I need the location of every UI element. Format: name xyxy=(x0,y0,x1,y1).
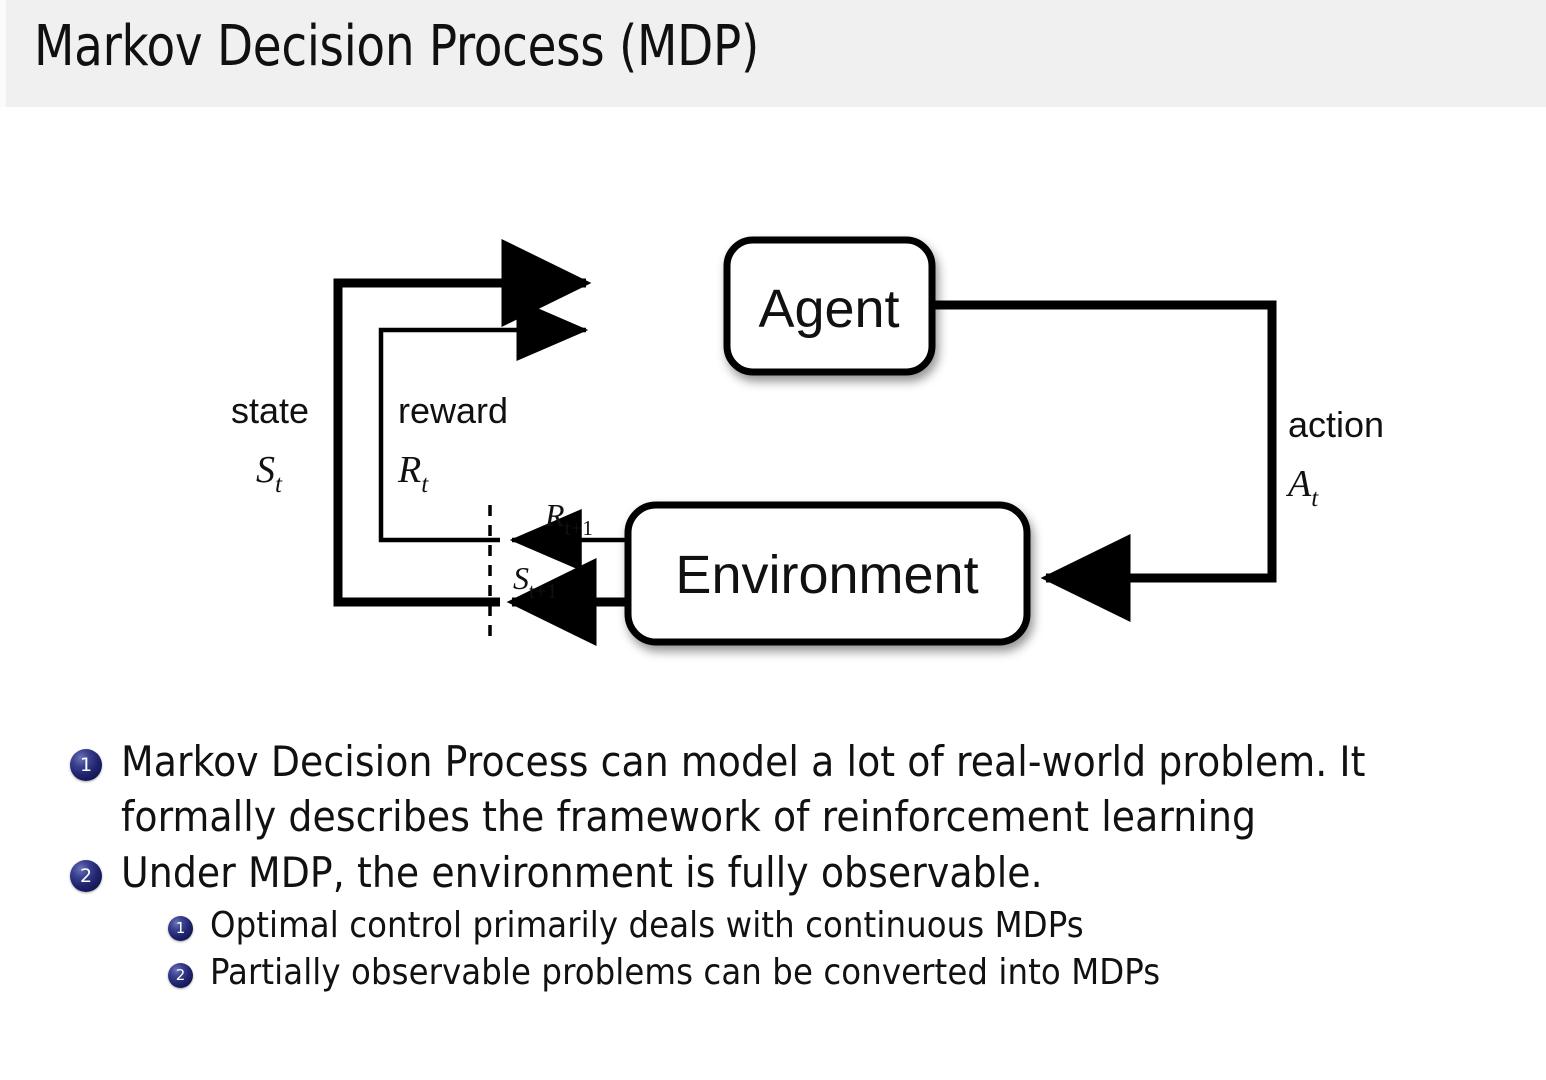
node-environment-label: Environment xyxy=(675,545,978,605)
reward-edge xyxy=(378,298,589,543)
bullet-text: Markov Decision Process can model a lot … xyxy=(121,735,1366,844)
bullet-list: 1 Markov Decision Process can model a lo… xyxy=(0,735,1546,997)
bullet-text-line1: Markov Decision Process can model a lot … xyxy=(121,737,1366,786)
reward-symbol-label: Rt xyxy=(397,449,429,498)
bullet-text: Under MDP, the environment is fully obse… xyxy=(121,846,1043,901)
mdp-interaction-diagram: Agent Environment state St reward Rt act… xyxy=(0,130,1546,690)
action-symbol-label: At xyxy=(1285,463,1319,512)
subbullet-number-badge: 2 xyxy=(168,962,193,988)
page-title: Markov Decision Process (MDP) xyxy=(34,14,759,79)
bullet-number-badge: 1 xyxy=(70,749,102,781)
slide-header-bar: Markov Decision Process (MDP) xyxy=(0,0,1546,107)
state-edge xyxy=(333,238,592,607)
bullet-number-badge: 2 xyxy=(70,860,102,893)
state-word-label: state xyxy=(231,390,309,431)
list-item[interactable]: 1 Optimal control primarily deals with c… xyxy=(0,903,1546,949)
action-edge xyxy=(932,300,1277,623)
reward-next-symbol-label: Rt+1 xyxy=(544,497,593,540)
list-item[interactable]: 2 Under MDP, the environment is fully ob… xyxy=(0,846,1546,901)
state-symbol-label: St xyxy=(256,449,283,498)
list-item[interactable]: 2 Partially observable problems can be c… xyxy=(0,950,1546,996)
subbullet-text: Optimal control primarily deals with con… xyxy=(210,904,1084,946)
bullet-text-line2: formally describes the framework of rein… xyxy=(121,791,1257,841)
bullet-text-line1: Under MDP, the environment is fully obse… xyxy=(121,848,1043,898)
reward-word-label: reward xyxy=(398,390,508,431)
action-word-label: action xyxy=(1288,404,1384,445)
subbullet-text: Partially observable problems can be con… xyxy=(210,951,1161,993)
state-next-symbol-label: St+1 xyxy=(513,560,557,603)
node-agent-label: Agent xyxy=(758,279,899,339)
list-item[interactable]: 1 Markov Decision Process can model a lo… xyxy=(0,735,1546,844)
subbullet-number-badge: 1 xyxy=(168,915,193,941)
node-agent[interactable]: Agent xyxy=(723,236,936,376)
node-environment[interactable]: Environment xyxy=(624,501,1031,646)
